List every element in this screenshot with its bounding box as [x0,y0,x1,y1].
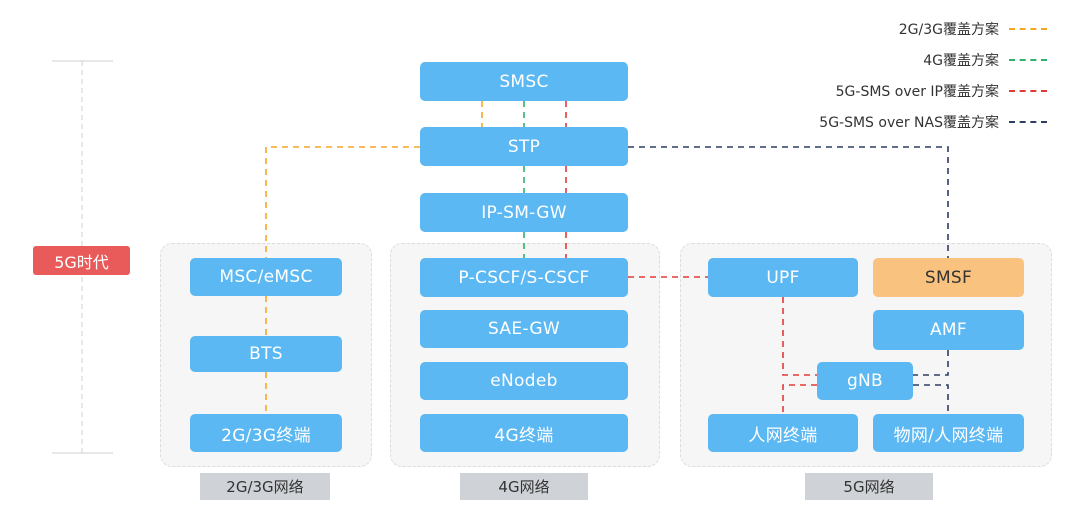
legend-line-5g-nas [1009,121,1047,123]
era-label: 5G时代 [33,246,130,275]
legend-label-5g-nas: 5G-SMS over NAS覆盖方案 [819,115,999,131]
node-enodeb: eNodeb [420,362,628,400]
network-label-5g: 5G网络 [805,473,933,500]
line-nas-stp-smsf [628,146,949,258]
legend-item-4g: 4G覆盖方案 [923,50,1047,70]
legend-label-4g: 4G覆盖方案 [923,53,999,69]
legend-item-5g-ip: 5G-SMS over IP覆盖方案 [836,81,1047,101]
node-msc-emsc: MSC/eMSC [190,258,342,296]
legend-item-2g3g: 2G/3G覆盖方案 [899,19,1047,39]
network-label-2g3g: 2G/3G网络 [200,473,330,500]
legend-label-5g-ip: 5G-SMS over IP覆盖方案 [835,84,999,100]
node-stp: STP [420,127,628,166]
legend-line-5g-ip [1009,90,1047,92]
line-2g3g-stp-msc [265,146,420,258]
node-ip-sm-gw: IP-SM-GW [420,193,628,232]
node-bts: BTS [190,336,342,372]
line-ip-gnb-terminal [782,384,817,414]
node-sae-gw: SAE-GW [420,310,628,348]
legend-item-5g-nas: 5G-SMS over NAS覆盖方案 [819,112,1047,132]
legend-line-2g3g [1009,28,1047,30]
node-upf: UPF [708,258,858,297]
line-nas-amf-gnb [913,350,949,376]
node-p-cscf-s-cscf: P-CSCF/S-CSCF [420,258,628,297]
legend-label-2g3g: 2G/3G覆盖方案 [898,22,999,38]
node-4g-terminal: 4G终端 [420,414,628,452]
node-smsf: SMSF [873,258,1024,297]
network-label-4g: 4G网络 [460,473,588,500]
node-amf: AMF [873,310,1024,350]
node-2g3g-terminal: 2G/3G终端 [190,414,342,452]
legend-line-4g [1009,59,1047,61]
line-nas-gnb-iot [913,384,949,414]
node-human-terminal: 人网终端 [708,414,858,452]
node-gnb: gNB [817,362,913,400]
node-iot-human-terminal: 物网/人网终端 [873,414,1024,452]
line-ip-upf-gnb [782,297,817,376]
node-smsc: SMSC [420,62,628,101]
